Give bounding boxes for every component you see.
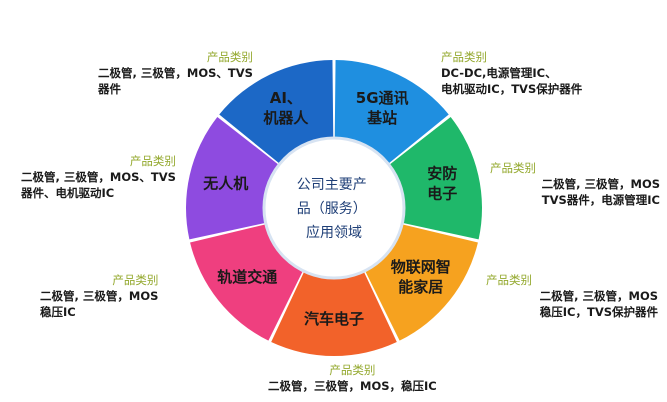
category-line: TVS器件，电源管理IC	[541, 193, 660, 207]
category-line: 二极管, 三极管，MOS、TVS	[21, 170, 176, 184]
category-block-bottom: 产品类别 二极管，三极管，MOS，稳压IC	[268, 362, 437, 394]
segment-label-line: 能家居	[398, 278, 443, 296]
category-block-low-right: 产品类别 二极管, 三极管，MOS 稳压IC，TVS保护器件	[486, 272, 658, 320]
wheel-segment	[186, 116, 282, 240]
segment-label: 安防电子	[427, 164, 457, 202]
category-title: 产品类别	[206, 50, 253, 64]
category-line: 稳压IC	[40, 305, 76, 319]
segment-label-line: 5G通讯	[356, 89, 409, 107]
segment-label-line: 基站	[366, 109, 397, 127]
category-line: 电机驱动IC，TVS保护器件	[441, 82, 583, 96]
category-title: 产品类别	[329, 363, 376, 377]
segment-label-line: 机器人	[263, 109, 309, 127]
category-title: 产品类别	[112, 273, 159, 287]
category-title: 产品类别	[129, 154, 176, 168]
category-line: DC-DC,电源管理IC、	[441, 66, 557, 80]
category-line: 二极管，三极管，MOS，稳压IC	[268, 379, 437, 393]
category-line: 二极管, 三极管，MOS	[541, 177, 660, 191]
category-block-mid-left: 产品类别 二极管, 三极管，MOS、TVS 器件、电机驱动IC	[21, 153, 176, 201]
segment-label: AI、机器人	[263, 89, 309, 127]
segment-label-line: 物联网智	[391, 258, 451, 276]
segment-label: 物联网智能家居	[391, 258, 451, 296]
category-line: 器件	[98, 82, 121, 96]
wheel-segment	[386, 116, 482, 240]
segment-label: 5G通讯基站	[356, 89, 409, 127]
category-line: 二极管, 三极管，MOS、TVS	[98, 66, 253, 80]
wheel-segment	[190, 223, 305, 341]
wheel-segment	[334, 60, 449, 167]
category-line: 二极管, 三极管，MOS	[40, 289, 159, 303]
category-block-top-left: 产品类别 二极管, 三极管，MOS、TVS 器件	[98, 49, 253, 97]
segment-label: 无人机	[202, 174, 248, 192]
center-hub	[262, 136, 406, 280]
wheel-segment	[219, 60, 334, 167]
wheel-segments	[186, 60, 482, 356]
category-block-mid-right: 产品类别 二极管, 三极管，MOS TVS器件，电源管理IC	[490, 160, 660, 208]
category-title: 产品类别	[441, 50, 487, 64]
segment-label-line: 安防	[427, 164, 457, 182]
wheel-segment	[271, 267, 397, 356]
category-line: 二极管, 三极管，MOS	[539, 289, 658, 303]
segment-label-line: 轨道交通	[217, 268, 277, 286]
center-line-2: 品（服务）	[297, 201, 367, 217]
center-line-1: 公司主要产	[297, 177, 367, 193]
segment-label: 轨道交通	[217, 268, 277, 286]
segment-label: 汽车电子	[304, 310, 364, 328]
segment-label-line: 汽车电子	[304, 310, 364, 328]
category-block-low-left: 产品类别 二极管, 三极管，MOS 稳压IC	[40, 272, 158, 320]
category-line: 器件、电机驱动IC	[21, 186, 115, 200]
category-title: 产品类别	[490, 161, 536, 175]
wheel-segment	[363, 223, 478, 341]
segment-label-line: AI、	[270, 89, 302, 107]
category-block-top-right: 产品类别 DC-DC,电源管理IC、 电机驱动IC，TVS保护器件	[441, 49, 582, 97]
segment-label-line: 无人机	[202, 174, 248, 192]
category-title: 产品类别	[486, 273, 532, 287]
center-label: 公司主要产 品（服务） 应用领域	[297, 177, 371, 241]
segment-label-line: 电子	[427, 184, 457, 202]
category-line: 稳压IC，TVS保护器件	[539, 305, 658, 319]
center-line-3: 应用领域	[306, 224, 362, 241]
